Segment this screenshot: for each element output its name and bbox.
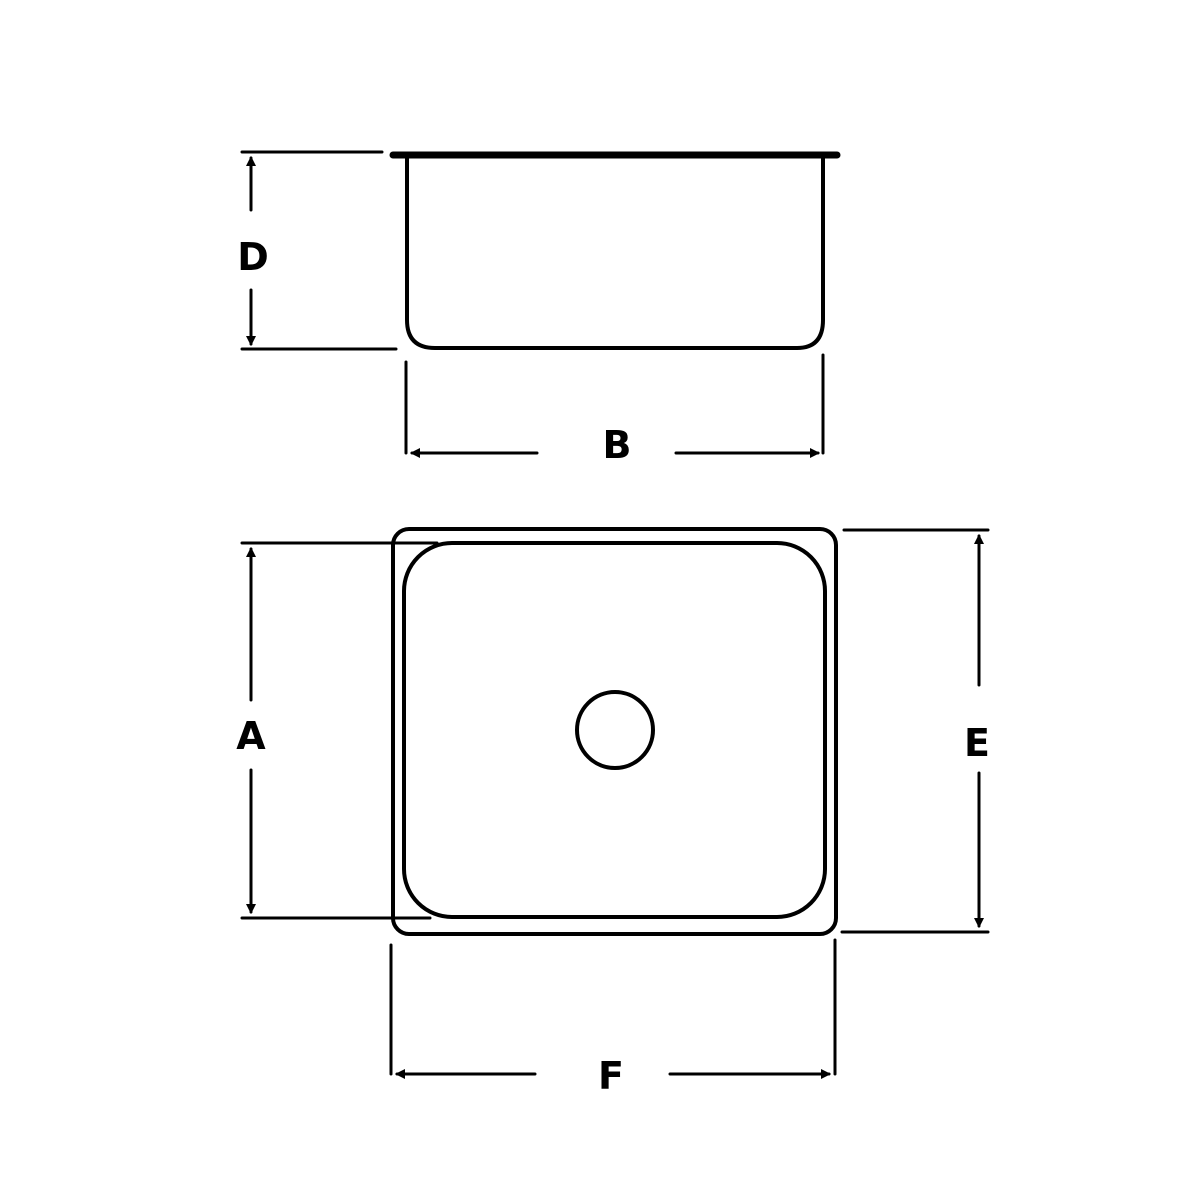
label-f: F (598, 1054, 624, 1098)
label-b: B (602, 423, 632, 467)
top-inner-basin (402, 541, 827, 919)
label-e: E (964, 721, 990, 765)
side-basin (405, 156, 825, 350)
dimension-d (240, 150, 398, 351)
dimension-e (840, 528, 990, 934)
top-view (391, 527, 838, 936)
dimension-b (404, 353, 825, 458)
drain-hole (575, 690, 655, 770)
dimension-f (389, 938, 837, 1079)
dimension-a (240, 541, 439, 920)
side-view (389, 151, 841, 350)
top-outer-rim (391, 527, 838, 936)
label-a: A (236, 714, 266, 758)
label-d: D (237, 235, 269, 279)
